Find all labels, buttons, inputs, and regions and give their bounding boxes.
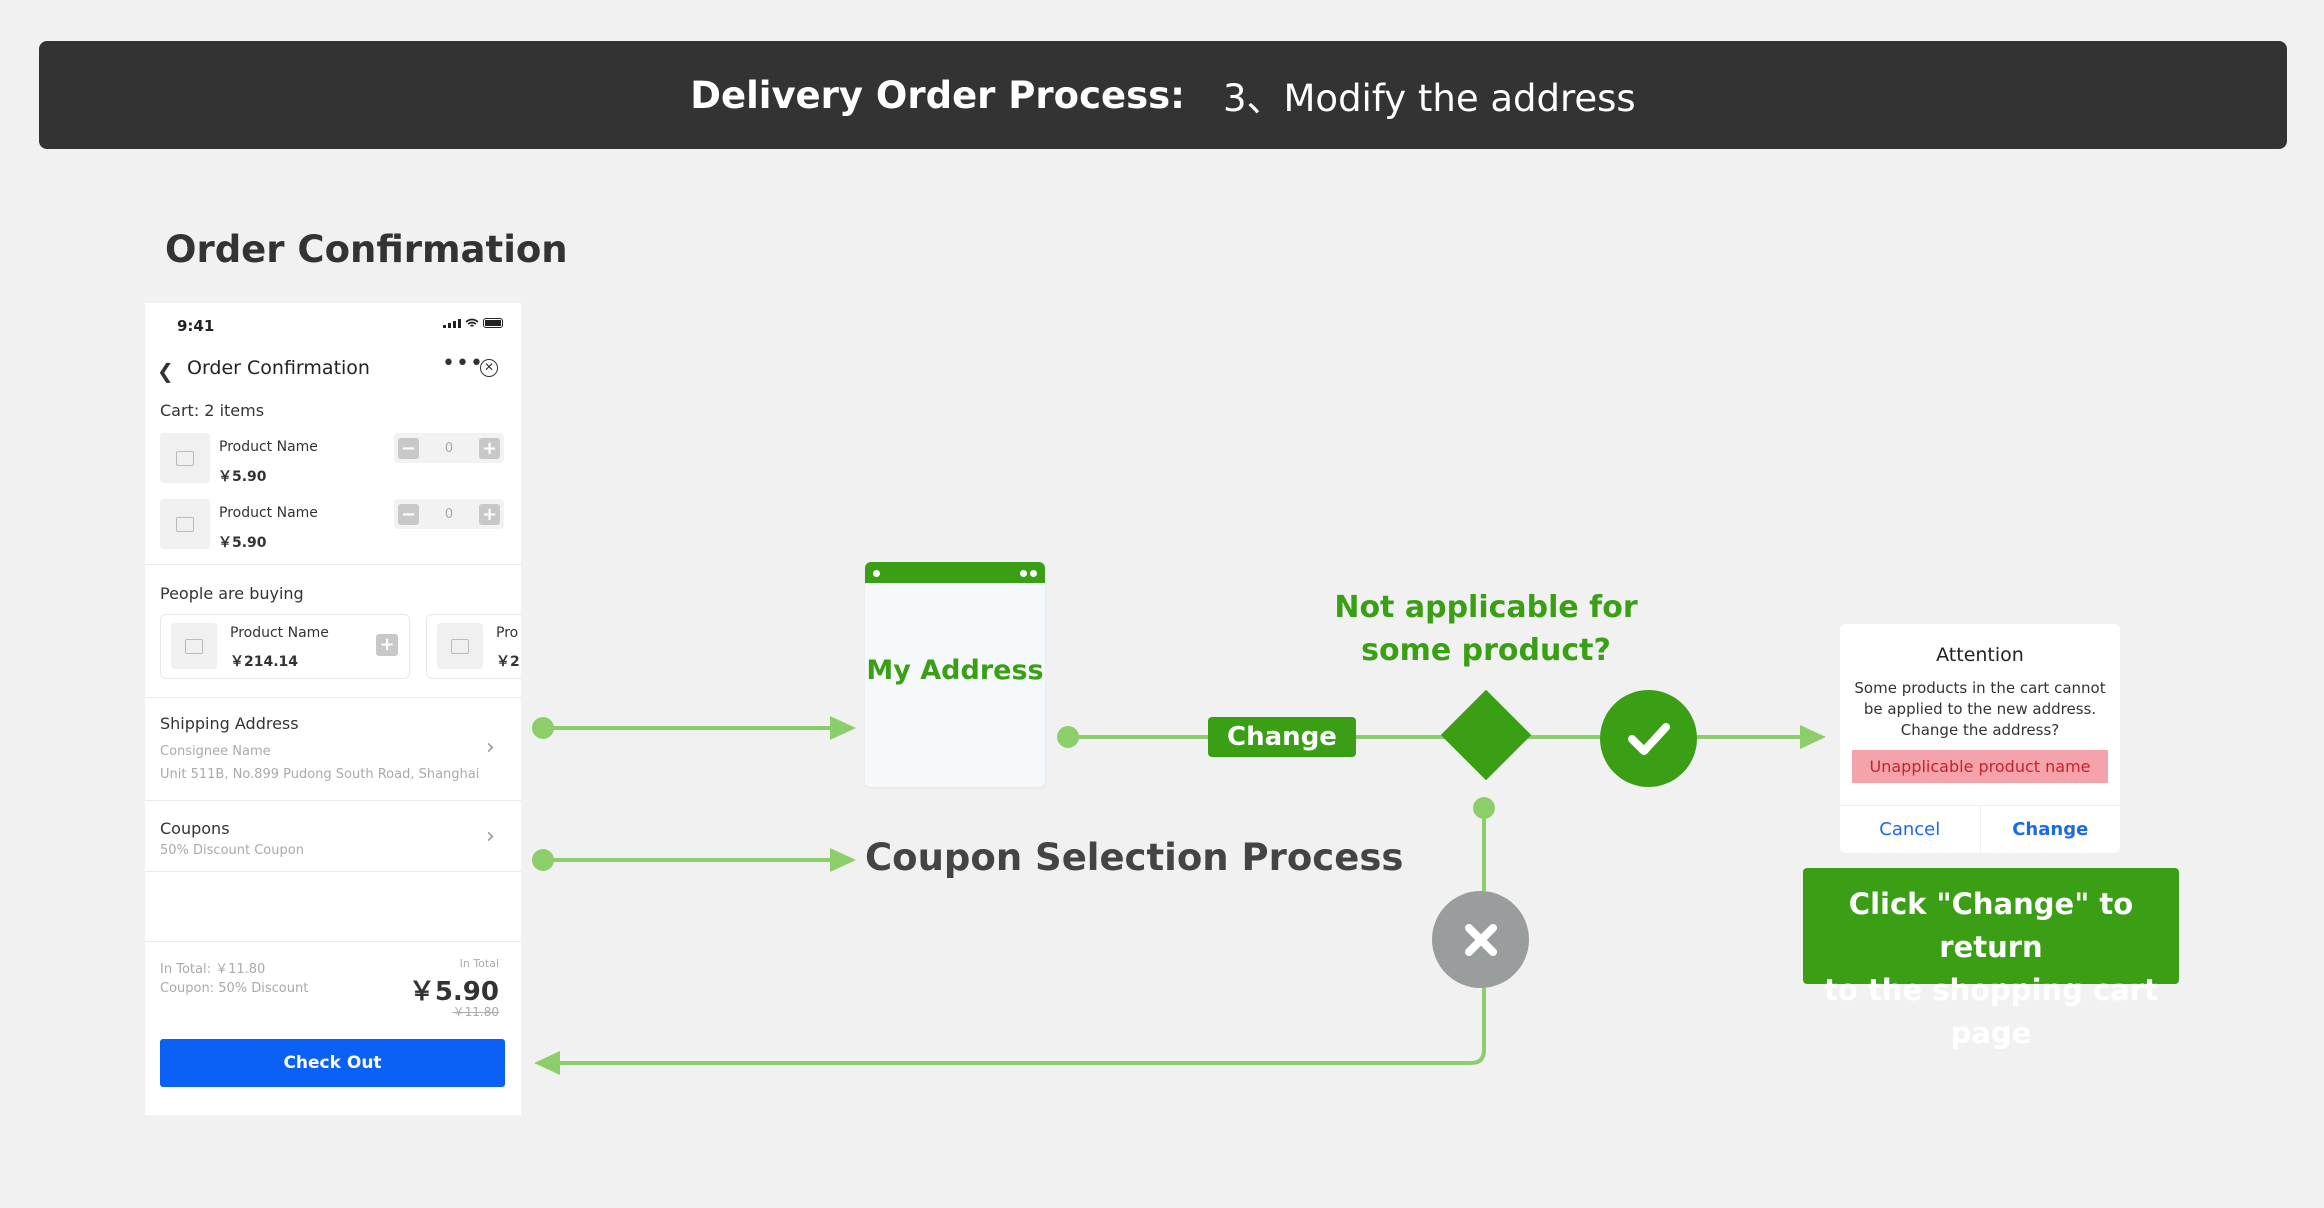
flow-start-dot xyxy=(1473,797,1495,819)
cart-item-name: Product Name xyxy=(219,505,318,521)
yes-check-icon xyxy=(1600,690,1697,787)
dialog-message: Some products in the cart cannot be appl… xyxy=(1854,679,2106,739)
coupon-selection-process: Coupon Selection Process xyxy=(865,836,1404,879)
header-title-bold: Delivery Order Process: xyxy=(690,73,1185,117)
decision-question: Not applicable for some product? xyxy=(1310,586,1662,672)
status-time: 9:41 xyxy=(177,317,215,335)
arrow-head xyxy=(830,716,856,740)
decision-question-line: Not applicable for xyxy=(1334,590,1638,625)
phone-mockup: 9:41 ❮ Order Confirmation ••• ✕ Cart: 2 … xyxy=(145,303,521,1115)
wifi-icon xyxy=(465,318,479,327)
quantity-stepper[interactable]: − 0 + xyxy=(394,499,504,529)
section-title: Order Confirmation xyxy=(165,228,568,271)
flow-start-dot xyxy=(532,849,554,871)
people-buying-card[interactable]: Product Name ￥214.14 + xyxy=(160,614,410,679)
product-image-icon xyxy=(437,623,483,669)
divider xyxy=(145,800,521,801)
people-buying-title: People are buying xyxy=(160,584,304,603)
buying-item-price: ￥214.14 xyxy=(230,654,299,670)
instruction-note: Click "Change" to return to the shopping… xyxy=(1803,868,2179,1050)
header-bar: Delivery Order Process: 3、Modify the add… xyxy=(39,41,2287,149)
more-icon[interactable]: ••• xyxy=(442,351,484,376)
arrow-head xyxy=(830,848,856,872)
plus-icon[interactable]: + xyxy=(479,437,500,459)
cross-icon xyxy=(1464,923,1497,956)
divider xyxy=(145,564,521,565)
attention-dialog: Attention Some products in the cart cann… xyxy=(1840,624,2120,853)
header-title-step: 3、Modify the address xyxy=(1222,77,1636,120)
chevron-right-icon[interactable]: › xyxy=(486,824,495,849)
consignee-name: Consignee Name xyxy=(160,744,271,759)
total-price: ￥5.90 xyxy=(408,977,499,1007)
divider xyxy=(145,941,521,942)
shipping-address-title: Shipping Address xyxy=(160,714,299,733)
quantity-value: 0 xyxy=(444,506,454,522)
dialog-separator xyxy=(1979,806,1981,853)
minus-icon[interactable]: − xyxy=(398,437,419,459)
checkmark-icon xyxy=(1627,722,1670,755)
original-price: ￥11.80 xyxy=(452,1005,499,1019)
add-icon[interactable]: + xyxy=(376,634,398,656)
dialog-footer: Cancel Change xyxy=(1840,805,2120,853)
coupon-value: 50% Discount Coupon xyxy=(160,843,304,858)
flow-start-dot xyxy=(532,717,554,739)
coupons-title: Coupons xyxy=(160,819,230,838)
cart-title: Cart: 2 items xyxy=(160,401,265,420)
divider xyxy=(145,871,521,872)
nav-title: Order Confirmation xyxy=(187,357,370,379)
battery-icon xyxy=(483,318,503,328)
cart-item-price: ￥5.90 xyxy=(218,535,267,551)
flow-start-dot xyxy=(1057,726,1079,748)
cart-item-name: Product Name xyxy=(219,439,318,455)
arrow-head xyxy=(1800,725,1826,749)
change-tag: Change xyxy=(1208,717,1356,757)
no-cross-icon xyxy=(1432,891,1529,988)
buying-item-name: Pro xyxy=(496,625,519,641)
quantity-value: 0 xyxy=(444,440,454,456)
in-total-caption: In Total xyxy=(459,957,499,970)
product-image-icon xyxy=(171,623,217,669)
buying-item-price: ￥2 xyxy=(496,654,520,670)
signal-icon xyxy=(443,318,461,328)
my-address-card: My Address xyxy=(865,562,1045,787)
minus-icon[interactable]: − xyxy=(398,503,419,525)
instruction-line: to the shopping cart page xyxy=(1824,973,2158,1050)
close-icon[interactable]: ✕ xyxy=(480,359,498,377)
product-image-icon xyxy=(160,433,210,483)
checkout-button[interactable]: Check Out xyxy=(160,1039,505,1087)
arrow-head xyxy=(534,1051,560,1075)
my-address-label: My Address xyxy=(866,655,1044,686)
decision-question-line: some product? xyxy=(1361,633,1611,668)
status-icons xyxy=(443,318,503,328)
coupon-discount-label: Coupon: 50% Discount xyxy=(160,981,309,996)
divider xyxy=(145,697,521,698)
connector-back-to-phone xyxy=(560,988,1486,1065)
in-total-label: In Total: ￥11.80 xyxy=(160,962,266,977)
quantity-stepper[interactable]: − 0 + xyxy=(394,433,504,463)
chevron-right-icon[interactable]: › xyxy=(486,735,495,760)
cart-item-price: ￥5.90 xyxy=(218,469,267,485)
buying-item-name: Product Name xyxy=(230,625,329,641)
plus-icon[interactable]: + xyxy=(479,503,500,525)
dialog-change-button[interactable]: Change xyxy=(2012,819,2089,840)
shipping-address-line: Unit 511B, No.899 Pudong South Road, Sha… xyxy=(160,767,480,782)
back-icon[interactable]: ❮ xyxy=(157,359,174,383)
dialog-cancel-button[interactable]: Cancel xyxy=(1879,819,1941,840)
card-header-bar xyxy=(865,562,1045,583)
people-buying-card[interactable]: Pro ￥2 xyxy=(426,614,521,679)
instruction-line: Click "Change" to return xyxy=(1848,887,2134,964)
dialog-title: Attention xyxy=(1936,644,2024,666)
unapplicable-product: Unapplicable product name xyxy=(1852,750,2108,783)
product-image-icon xyxy=(160,499,210,549)
